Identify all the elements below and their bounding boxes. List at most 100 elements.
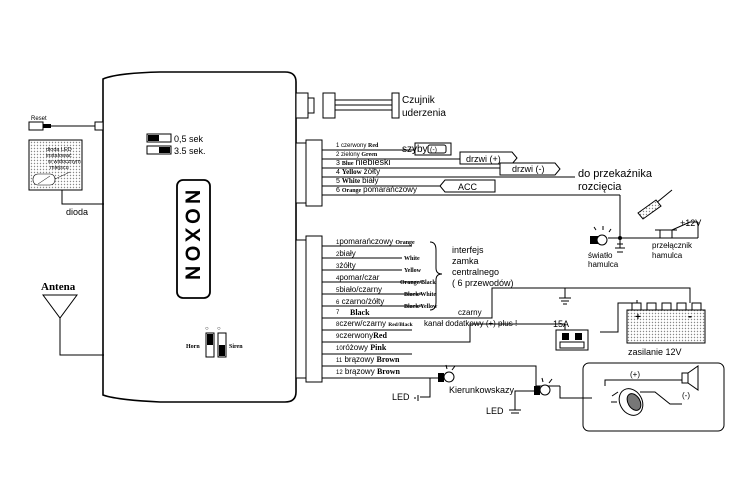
brake-switch-label-2: hamulca: [652, 251, 683, 260]
szyby-label-shown: szyby: [402, 144, 428, 155]
shock-sensor-connector: [295, 92, 400, 119]
drzwi-plus-box: [459, 151, 518, 165]
svg-text:6 czarno/żółty: 6 czarno/żółty: [336, 297, 384, 306]
plus12-label: +12V: [680, 218, 701, 228]
svg-text:4 Yellow żółty: 4 Yellow żółty: [336, 167, 380, 176]
sensor-label-2: uderzenia: [402, 108, 446, 119]
acc-box: [439, 179, 496, 193]
bottom-wire-lines: [322, 245, 691, 387]
ground-symbol: [559, 288, 571, 305]
svg-text:Orange/Black: Orange/Black: [400, 280, 436, 286]
speaker-icon: [681, 365, 699, 391]
reset-label: Reset: [31, 116, 47, 122]
interface-label-2: zamka: [452, 256, 479, 266]
svg-text:1pomarańczowy Orange: 1pomarańczowy Orange: [336, 237, 415, 246]
battery-minus: -: [688, 309, 692, 323]
led-note-3: w widocznym: [47, 159, 81, 165]
svg-text:11 brązowy Brown: 11 brązowy Brown: [336, 355, 400, 364]
svg-text:○: ○: [205, 326, 209, 332]
indicator-bulb-1-icon: [414, 364, 456, 401]
battery-icon: [626, 300, 706, 344]
dioda-label: dioda: [66, 207, 88, 217]
svg-text:Yellow: Yellow: [404, 268, 422, 274]
led-note-1: dioda LED: [46, 147, 72, 153]
svg-text:3 Blue niebieski: 3 Blue niebieski: [336, 157, 391, 167]
battery-feed-wire: [600, 302, 637, 333]
svg-text:Black: Black: [350, 308, 370, 317]
szyby-sign: (-): [430, 147, 437, 154]
svg-text:10różowy Pink: 10różowy Pink: [336, 343, 387, 352]
brake-light-label-2: hamulca: [588, 260, 619, 269]
led-note-2: instalować: [46, 153, 72, 159]
module-logo-plate: [176, 179, 211, 299]
reset-button[interactable]: [28, 121, 104, 131]
interface-label-1: interfejs: [452, 245, 484, 255]
fuse-icon: [555, 329, 589, 351]
drzwi-minus-label: drzwi (-): [512, 164, 545, 174]
sensor-label-1: Czujnik: [402, 95, 436, 106]
horn-label: Horn: [186, 344, 200, 350]
svg-text:6 Orange pomarańczowy: 6 Orange pomarańczowy: [336, 185, 417, 194]
siren-plus-label: (+): [630, 370, 640, 379]
svg-text:2biały: 2biały: [336, 249, 356, 258]
brake-pedal-icon: [637, 189, 699, 238]
led-note-4: miejscu: [50, 165, 69, 171]
svg-text:1 czerwony Red: 1 czerwony Red: [336, 143, 379, 149]
indicators-label: Kierunkowskazy: [449, 385, 515, 395]
delay-label-1: 0,5 sek: [174, 134, 204, 144]
drzwi-minus-box: [499, 162, 561, 176]
svg-text:4pomar/czar: 4pomar/czar: [336, 273, 380, 282]
svg-text:12 brązowy Brown: 12 brązowy Brown: [336, 367, 400, 376]
horn-icon: [611, 388, 644, 416]
led-label-2: LED: [486, 406, 504, 416]
bottom-connector: [295, 235, 323, 383]
siren-minus-label: (-): [682, 391, 690, 400]
svg-text:5biało/czarny: 5biało/czarny: [336, 285, 382, 294]
svg-text:Black/White: Black/White: [404, 292, 436, 298]
szyby-box: [414, 142, 452, 156]
brake-light-label-1: światło: [588, 251, 613, 260]
svg-text:czarny: czarny: [458, 308, 482, 317]
svg-text:3żółty: 3żółty: [336, 261, 356, 270]
antenna-icon: [42, 294, 104, 356]
interface-bracket: [429, 241, 443, 311]
svg-text:White: White: [404, 256, 420, 262]
delay-label-2: 3.5 sek.: [174, 146, 206, 156]
supply-label: zasilanie 12V: [628, 347, 682, 357]
svg-text:7: 7: [336, 310, 340, 316]
brake-wiring: [608, 195, 698, 253]
brake-light-bulb-icon: [590, 226, 612, 246]
brake-switch-label-1: przełącznik: [652, 241, 693, 250]
siren-label: Siren: [229, 344, 243, 350]
relay-label-1: do przekaźnika: [578, 168, 653, 180]
led-label-1: LED: [392, 392, 410, 402]
led-note-box: [28, 139, 83, 191]
siren-wiring: [604, 379, 682, 405]
top-connector: [295, 139, 323, 207]
svg-text:2 zielony Green: 2 zielony Green: [336, 152, 378, 158]
extra-channel-label: kanał dodatkowy (+) plus !: [424, 319, 517, 328]
led-wire: [61, 190, 104, 205]
interface-label-4: ( 6 przewodów): [452, 278, 514, 288]
svg-text:5 White biały: 5 White biały: [336, 176, 379, 185]
svg-text:○: ○: [217, 326, 221, 332]
top-wire-lines: [322, 149, 620, 196]
delay-dip-switch[interactable]: [146, 133, 172, 155]
top-wire-labels: 1 czerwony Red 2 zielony Green 3 Blue ni…: [336, 143, 417, 194]
svg-text:8czerw/czarny Red/Black: 8czerw/czarny Red/Black: [336, 319, 414, 328]
relay-label-2: rozcięcia: [578, 181, 622, 193]
battery-plus: +: [635, 312, 641, 323]
drzwi-plus-label: drzwi (+): [466, 154, 501, 164]
svg-text:Black/Yellow: Black/Yellow: [404, 304, 438, 310]
horn-siren-selector[interactable]: ○ ○: [205, 326, 227, 358]
module-logo: NOXON: [181, 190, 202, 285]
fuse-label: 15A: [553, 319, 569, 329]
svg-text:9czerwonyRed: 9czerwonyRed: [336, 331, 387, 340]
bottom-wire-labels: 1pomarańczowy Orange 2biały White 3żółty…: [336, 237, 482, 376]
siren-box: [559, 362, 725, 432]
antenna-label: Antena: [41, 281, 76, 293]
interface-label-3: centralnego: [452, 267, 499, 277]
alarm-module: NOXON: [102, 71, 297, 403]
acc-label: ACC: [458, 182, 478, 192]
